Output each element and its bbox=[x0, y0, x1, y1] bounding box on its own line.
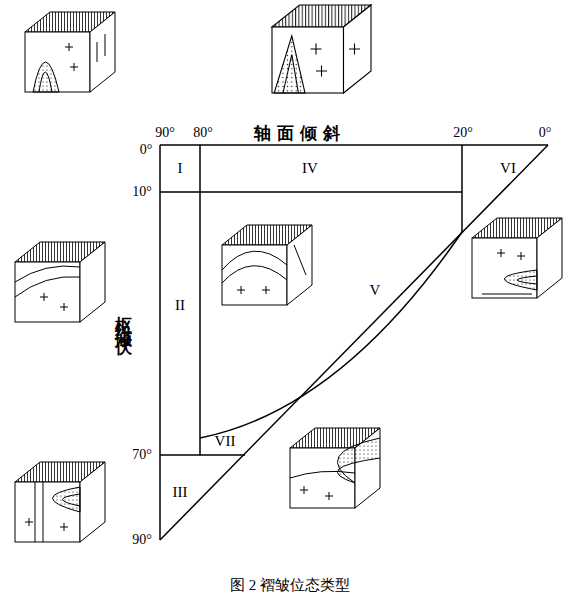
boundary-curve bbox=[200, 232, 462, 438]
block-sketch bbox=[290, 428, 380, 508]
block-sketch bbox=[15, 242, 105, 322]
block-sketch bbox=[222, 225, 312, 305]
tick-label: 0° bbox=[140, 143, 153, 157]
block-sketch bbox=[15, 462, 105, 542]
region-number: II bbox=[175, 298, 185, 313]
classification-triangle bbox=[160, 145, 548, 540]
tick-label: 20° bbox=[453, 126, 473, 140]
tick-label: 90° bbox=[132, 533, 152, 547]
region-number: I bbox=[178, 161, 183, 176]
region-number: VI bbox=[500, 161, 516, 176]
tick-label: 70° bbox=[132, 448, 152, 462]
region-number: III bbox=[173, 485, 188, 500]
region-number: VII bbox=[215, 434, 236, 449]
tick-label: 0° bbox=[539, 126, 552, 140]
tick-label: 80° bbox=[193, 126, 213, 140]
top-axis-line bbox=[160, 144, 548, 146]
axis-title: 轴面倾斜 bbox=[254, 125, 346, 142]
figure-caption: 图 2 褶皱位态类型 bbox=[230, 576, 350, 595]
boundary-line bbox=[461, 145, 463, 233]
region-number: V bbox=[370, 283, 381, 298]
tick-label: 10° bbox=[132, 185, 152, 199]
region-number: IV bbox=[302, 161, 318, 176]
hypotenuse-line bbox=[160, 145, 548, 540]
block-sketch bbox=[25, 12, 115, 92]
boundary-line bbox=[199, 145, 201, 455]
boundary-line bbox=[160, 454, 245, 456]
block-sketch bbox=[272, 5, 371, 93]
left-axis-line bbox=[159, 145, 161, 540]
tick-label: 90° bbox=[155, 126, 175, 140]
boundary-line bbox=[160, 191, 462, 193]
axis-title: 枢纽倾伏 bbox=[116, 302, 133, 334]
block-sketch bbox=[472, 218, 562, 298]
